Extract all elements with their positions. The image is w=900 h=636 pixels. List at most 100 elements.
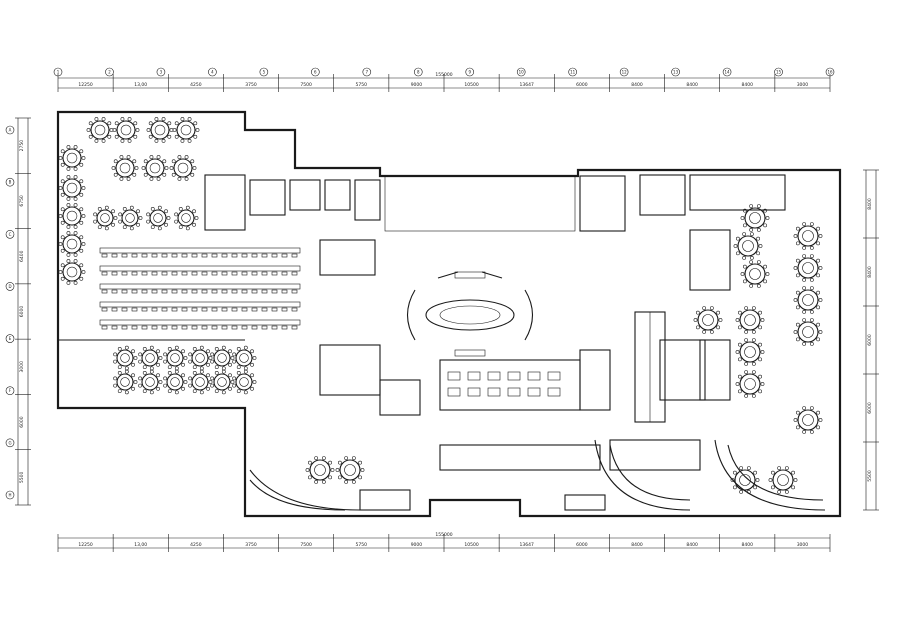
round-table — [797, 321, 819, 343]
chair — [58, 270, 63, 274]
dimension-label: 9000 — [411, 542, 423, 548]
round-table — [797, 225, 819, 247]
room — [319, 344, 381, 396]
chair — [131, 271, 138, 276]
round-table — [96, 209, 114, 227]
chair — [161, 139, 166, 143]
chair — [58, 156, 63, 160]
table-lazy-susan — [802, 294, 814, 306]
chair — [751, 370, 756, 375]
dimension-label: 13,00 — [134, 82, 147, 88]
chair — [157, 205, 162, 210]
chair — [113, 216, 118, 220]
chair — [141, 325, 148, 330]
grid-bubble-label: 6 — [314, 70, 317, 75]
chair — [121, 325, 128, 330]
chair — [271, 253, 278, 258]
chair — [291, 325, 298, 330]
chair — [167, 347, 172, 351]
chair — [716, 310, 721, 315]
dimension-label: 4250 — [190, 542, 202, 548]
grid-bubble — [568, 67, 577, 77]
chair — [261, 253, 268, 258]
escalators — [634, 311, 666, 423]
table-lazy-susan — [66, 210, 78, 222]
chair — [795, 290, 800, 295]
chair — [136, 209, 140, 214]
chair — [117, 371, 122, 375]
chair — [221, 271, 228, 276]
grid-bubble — [516, 67, 526, 77]
chair — [735, 350, 740, 354]
chair — [735, 382, 740, 386]
chair — [169, 166, 174, 170]
chair — [174, 219, 179, 224]
chair — [111, 209, 115, 214]
chair — [156, 155, 161, 159]
atrium-void — [384, 175, 576, 232]
chair — [737, 389, 742, 394]
chair — [693, 318, 698, 322]
chair — [129, 226, 134, 231]
chair — [164, 222, 168, 227]
chair — [232, 383, 237, 388]
chair — [60, 235, 65, 240]
room — [579, 349, 611, 411]
chair — [101, 117, 106, 121]
chair — [261, 325, 268, 330]
grid-bubble-label: 4 — [211, 70, 214, 75]
chair — [735, 236, 740, 241]
chair — [199, 390, 204, 395]
chair — [742, 232, 747, 237]
chair — [221, 289, 228, 294]
chair — [739, 489, 744, 494]
chair — [250, 373, 254, 378]
chair — [112, 128, 117, 132]
dimension-label: 6000 — [576, 82, 588, 88]
table-lazy-susan — [153, 213, 163, 223]
round-table — [116, 120, 136, 140]
chair — [149, 390, 154, 395]
chair — [271, 271, 278, 276]
dimension-label: 6000 — [19, 306, 25, 318]
chair — [756, 236, 761, 241]
chair — [763, 279, 768, 284]
chair — [749, 204, 754, 209]
round-table — [235, 349, 253, 367]
chair — [344, 456, 349, 461]
chair — [150, 225, 155, 229]
chair — [161, 253, 168, 258]
chair — [749, 227, 754, 232]
chair — [163, 359, 168, 364]
chair — [171, 307, 178, 312]
chair — [751, 393, 756, 398]
chair — [101, 139, 106, 143]
chair — [816, 273, 821, 278]
chair — [167, 121, 172, 126]
chair — [141, 253, 148, 258]
table-lazy-susan — [66, 152, 78, 164]
chair — [181, 289, 188, 294]
chair — [305, 468, 310, 472]
table-lazy-susan — [744, 346, 756, 358]
room — [689, 229, 731, 291]
grid-bubble-label: 8 — [417, 70, 420, 75]
chair — [746, 466, 751, 471]
grid-bubble — [825, 67, 835, 77]
chair — [66, 145, 71, 149]
table-lazy-susan — [742, 240, 754, 252]
chair — [79, 235, 84, 240]
chair — [802, 277, 807, 282]
chair — [114, 134, 119, 139]
grid-bubble — [362, 67, 372, 77]
chair — [117, 347, 122, 351]
grid-bubble — [105, 67, 114, 77]
chair — [271, 325, 278, 330]
round-table — [191, 349, 209, 367]
grid-bubble-label: 12 — [622, 70, 628, 75]
chair — [744, 338, 749, 343]
chair — [328, 475, 333, 480]
chair — [73, 203, 78, 207]
dimension-label: 13,00 — [134, 542, 147, 548]
table-lazy-susan — [66, 266, 78, 278]
